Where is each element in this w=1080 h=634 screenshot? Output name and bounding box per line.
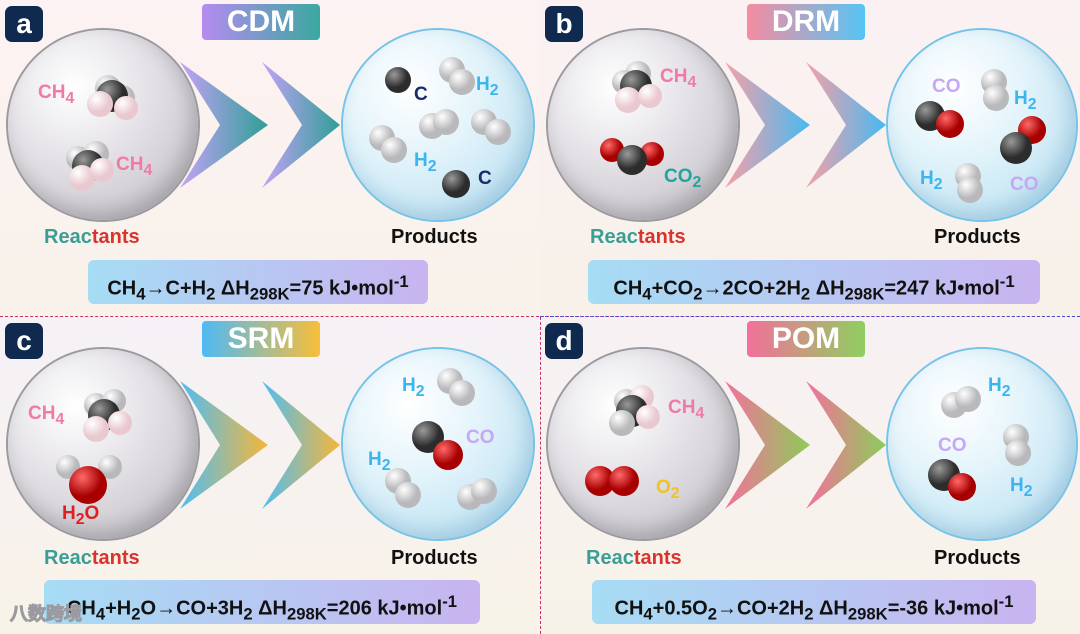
reaction-equation: CH4+CO2→2CO+2H2 ΔH298K=247 kJ•mol-1 xyxy=(588,260,1040,304)
ch4-label: CH4 xyxy=(38,82,75,107)
h2-label: H2 xyxy=(1014,88,1037,113)
ch4-molecule xyxy=(609,385,660,436)
h2-label: H2 xyxy=(476,74,499,99)
co-molecule xyxy=(1000,116,1046,164)
h2-molecule xyxy=(439,57,475,95)
co-label: CO xyxy=(466,427,495,448)
h2-molecule xyxy=(941,386,981,418)
h2-label: H2 xyxy=(988,375,1011,400)
panel-b-products xyxy=(915,69,1046,203)
o2-molecule xyxy=(585,466,639,496)
reactants-sphere xyxy=(548,30,738,220)
watermark: 八数跨境 xyxy=(10,604,83,625)
reactants-sphere xyxy=(8,30,198,220)
panel-letter: a xyxy=(5,6,43,42)
ch4-label: CH4 xyxy=(668,397,705,422)
h2-molecule xyxy=(437,368,475,406)
panel-c-srm: c SRM CH4 xyxy=(0,317,540,634)
reactants-label: Reactants xyxy=(590,226,686,248)
c-label: C xyxy=(414,84,428,105)
reaction-arrow xyxy=(725,62,886,188)
products-label: Products xyxy=(934,547,1021,569)
panel-c-products xyxy=(385,368,497,510)
panel-d-pom: d POM CH4 O2 H2 C xyxy=(540,317,1080,634)
panel-c-graphics xyxy=(56,381,340,509)
horizontal-divider-right xyxy=(540,316,1080,317)
ch4-label: CH4 xyxy=(116,154,153,179)
panel-d-graphics xyxy=(585,381,886,509)
panel-b-drm: b DRM CH4 xyxy=(540,0,1080,317)
reaction-arrow xyxy=(180,381,340,509)
reaction-arrow xyxy=(725,381,886,509)
reaction-equation: CH4+H2O→CO+3H2 ΔH298K=206 kJ•mol-1 xyxy=(44,580,480,624)
h2-molecule xyxy=(1003,424,1031,466)
ch4-label: CH4 xyxy=(28,403,65,428)
reaction-arrow xyxy=(180,62,340,188)
panel-title: POM xyxy=(747,321,865,357)
c-label: C xyxy=(478,168,492,189)
h2-label: H2 xyxy=(1010,475,1033,500)
co-label: CO xyxy=(938,435,967,456)
products-sphere xyxy=(888,349,1076,539)
h2-label: H2 xyxy=(920,168,943,193)
products-label: Products xyxy=(391,547,478,569)
reactants-label: Reactants xyxy=(44,226,140,248)
h2-molecule xyxy=(369,125,407,163)
h2o-label: H2O xyxy=(62,503,100,528)
h2o-molecule xyxy=(56,455,122,504)
panel-d-products xyxy=(928,386,1031,501)
h2-label: H2 xyxy=(414,150,437,175)
ch4-molecule xyxy=(83,389,132,442)
panel-a-cdm: a CDM xyxy=(0,0,540,317)
o2-label: O2 xyxy=(656,477,680,502)
reactants-sphere xyxy=(8,349,198,539)
products-label: Products xyxy=(934,226,1021,248)
c-atom xyxy=(385,67,411,93)
co2-label: CO2 xyxy=(664,166,702,191)
panel-letter: c xyxy=(5,323,43,359)
h2-molecule xyxy=(955,163,983,203)
co-molecule xyxy=(928,459,976,501)
reactants-label: Reactants xyxy=(44,547,140,569)
co2-molecule xyxy=(600,138,664,175)
co-label: CO xyxy=(1010,174,1039,195)
panel-letter: d xyxy=(545,323,583,359)
ch4-molecule xyxy=(66,141,114,191)
reaction-equation: CH4→C+H2 ΔH298K=75 kJ•mol-1 xyxy=(88,260,428,304)
c-atom xyxy=(442,170,470,198)
panel-title: SRM xyxy=(202,321,320,357)
ch4-label: CH4 xyxy=(660,66,697,91)
h2-molecule xyxy=(471,109,511,145)
h2-label: H2 xyxy=(368,449,391,474)
h2-molecule xyxy=(981,69,1009,111)
panel-a-products xyxy=(369,57,511,198)
ch4-molecule xyxy=(612,61,662,113)
panel-b-graphics xyxy=(600,61,886,188)
co-molecule xyxy=(412,421,463,470)
h2-molecule xyxy=(419,109,459,139)
reactants-label: Reactants xyxy=(586,547,682,569)
vertical-divider-bottom xyxy=(540,317,541,634)
h2-label: H2 xyxy=(402,375,425,400)
h2-molecule xyxy=(385,468,421,508)
reaction-equation: CH4+0.5O2→CO+2H2 ΔH298K=-36 kJ•mol-1 xyxy=(592,580,1036,624)
panel-a-graphics xyxy=(66,62,340,191)
h2-molecule xyxy=(457,478,497,510)
panel-letter: b xyxy=(545,6,583,42)
co-label: CO xyxy=(932,76,961,97)
panel-title: CDM xyxy=(202,4,320,40)
co-molecule xyxy=(915,101,964,138)
reactants-sphere xyxy=(548,349,738,539)
ch4-molecule xyxy=(87,75,138,120)
panel-title: DRM xyxy=(747,4,865,40)
products-label: Products xyxy=(391,226,478,248)
